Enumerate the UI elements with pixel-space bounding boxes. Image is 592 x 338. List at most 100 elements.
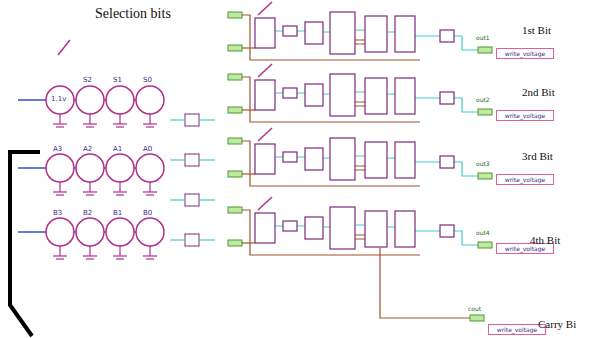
output-box: write_voltage <box>496 110 554 121</box>
output-label: write_voltage <box>505 245 546 252</box>
signal-name: B2 <box>83 210 92 218</box>
logic-block <box>283 26 297 36</box>
output-box: write_voltage <box>496 48 554 59</box>
wire <box>170 239 185 240</box>
gate-block <box>185 194 199 206</box>
wire <box>170 159 185 160</box>
wire <box>199 239 215 240</box>
pin <box>228 171 242 177</box>
logic-block <box>440 156 454 168</box>
pin <box>478 173 492 179</box>
logic-block <box>395 78 415 114</box>
logic-block <box>330 74 355 116</box>
signal-name: A2 <box>83 146 92 154</box>
logic-block <box>395 142 415 178</box>
wire <box>199 119 215 120</box>
ground-symbol <box>113 255 127 256</box>
logic-block <box>305 148 323 170</box>
logic-block <box>283 88 297 98</box>
voltage-source <box>106 86 134 114</box>
logic-block <box>255 80 275 110</box>
output-label: write_voltage <box>505 50 546 57</box>
wire <box>149 182 150 192</box>
pin <box>228 240 242 246</box>
wire <box>242 242 255 243</box>
logic-block <box>365 142 387 178</box>
wire <box>242 173 255 174</box>
logic-block <box>395 16 415 52</box>
ground-symbol <box>86 258 94 259</box>
logic-block <box>255 144 275 174</box>
gate-block <box>185 154 199 166</box>
ground-symbol <box>83 191 97 192</box>
output-box: write_voltage <box>496 174 554 185</box>
ground-symbol <box>143 191 157 192</box>
wire <box>89 114 90 124</box>
signal-name: B1 <box>113 210 122 218</box>
output-label: write_voltage <box>505 176 546 183</box>
wire <box>242 109 255 110</box>
ground-symbol <box>56 126 64 127</box>
signal-name: A0 <box>143 146 152 154</box>
voltage-source <box>76 86 104 114</box>
voltage-source <box>76 154 104 182</box>
voltage-source <box>136 154 164 182</box>
logic-block <box>255 18 275 48</box>
section-label: 2nd Bit <box>522 86 555 98</box>
logic-block <box>440 92 454 104</box>
probe <box>258 128 272 141</box>
logic-block <box>283 152 297 162</box>
logic-block <box>365 78 387 114</box>
logic-block <box>330 207 355 249</box>
wire <box>199 159 215 160</box>
logic-block <box>255 213 275 243</box>
signal-name: cout <box>468 306 481 313</box>
wire <box>119 114 120 124</box>
ground-symbol <box>116 258 124 259</box>
pin <box>470 315 484 321</box>
voltage-sources <box>18 40 215 259</box>
pin <box>228 45 242 51</box>
voltage-source <box>76 218 104 246</box>
ground-symbol <box>116 126 124 127</box>
ground-symbol <box>116 194 124 195</box>
wire <box>149 246 150 256</box>
wire <box>242 47 255 48</box>
signal-name: out4 <box>476 230 490 237</box>
signal-name: A3 <box>53 146 62 154</box>
pin <box>228 207 242 213</box>
probe <box>258 2 272 15</box>
wire <box>89 246 90 256</box>
signal-name: S1 <box>113 77 122 85</box>
probe <box>58 40 70 55</box>
logic-block <box>365 211 387 247</box>
probe <box>258 64 272 77</box>
signal-name: 1.1v <box>51 96 66 104</box>
ground-symbol <box>53 255 67 256</box>
signal-name: S0 <box>143 77 152 85</box>
logic-block <box>283 221 297 231</box>
probe <box>258 197 272 210</box>
wire <box>170 199 185 200</box>
gate-block <box>185 234 199 246</box>
logic-block <box>395 211 415 247</box>
bit-slices <box>228 2 492 321</box>
output-label: write_voltage <box>505 112 546 119</box>
wire <box>89 182 90 192</box>
logic-block <box>440 225 454 237</box>
logic-block <box>365 16 387 52</box>
gate-block <box>185 114 199 126</box>
signal-name: A1 <box>113 146 122 154</box>
wire <box>380 248 470 318</box>
wire <box>59 182 60 192</box>
voltage-source <box>46 218 74 246</box>
bracket <box>10 152 40 336</box>
ground-symbol <box>143 123 157 124</box>
pin <box>228 74 242 80</box>
signal-name: out2 <box>476 97 490 104</box>
voltage-source <box>136 86 164 114</box>
ground-symbol <box>113 123 127 124</box>
wire <box>59 114 60 124</box>
ground-symbol <box>113 191 127 192</box>
